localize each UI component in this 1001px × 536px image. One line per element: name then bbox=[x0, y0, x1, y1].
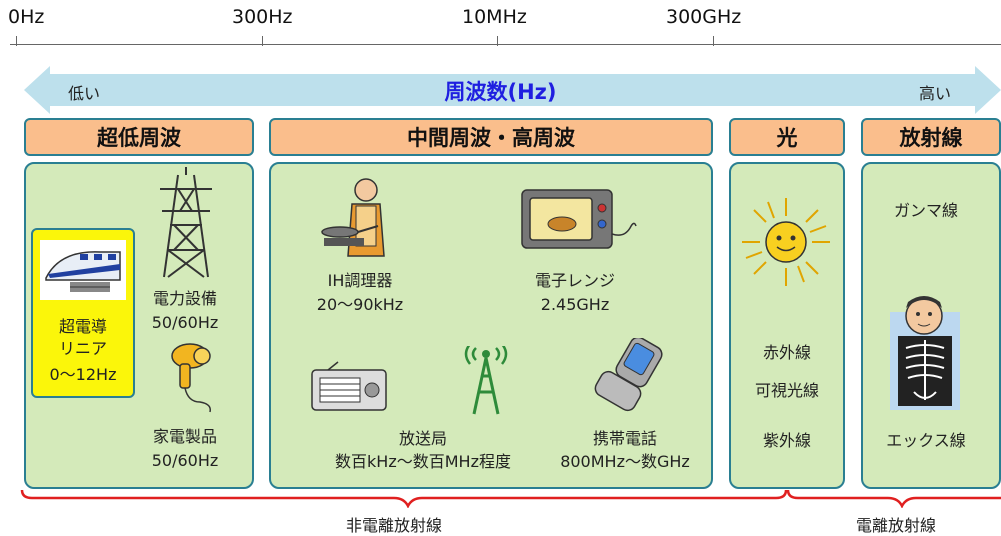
scale-tick bbox=[262, 36, 263, 46]
ultraviolet-label: 紫外線 bbox=[762, 431, 811, 450]
microwave-label: 電子レンジ bbox=[534, 271, 615, 290]
tick-label-10mhz: 10MHz bbox=[462, 6, 527, 28]
ionizing-label: 電離放射線 bbox=[856, 516, 937, 535]
infrared-label: 赤外線 bbox=[762, 343, 811, 362]
broadcast-frequency: 数百kHz～数百MHz程度 bbox=[335, 452, 511, 471]
maglev-label-1: 超電導 bbox=[58, 317, 107, 336]
tick-label-300hz: 300Hz bbox=[232, 6, 293, 28]
appliance-frequency: 50/60Hz bbox=[151, 451, 219, 470]
power-tower-icon bbox=[160, 167, 212, 278]
mobile-phone-frequency: 800MHz～数GHz bbox=[560, 452, 690, 471]
broadcast-tower-icon bbox=[464, 346, 508, 415]
maglev-label-2: リニア bbox=[58, 339, 107, 358]
frequency-scale-line bbox=[10, 44, 1001, 45]
microwave-oven-icon bbox=[521, 189, 637, 249]
non-ionizing-brace bbox=[20, 489, 788, 508]
mobile-phone-label: 携帯電話 bbox=[592, 429, 657, 448]
maglev-label-3: 0～12Hz bbox=[49, 365, 117, 384]
scale-tick bbox=[16, 36, 17, 46]
category-elf: 超低周波 bbox=[24, 118, 254, 156]
frequency-title: 周波数(Hz) bbox=[444, 80, 557, 104]
xray-person-icon bbox=[890, 296, 960, 410]
maglev-train-icon bbox=[40, 240, 126, 300]
ih-cooker-frequency: 20～90kHz bbox=[316, 295, 404, 314]
non-ionizing-label: 非電離放射線 bbox=[346, 516, 443, 535]
mobile-phone-icon bbox=[594, 338, 663, 412]
hair-dryer-icon bbox=[171, 343, 212, 413]
panel-light bbox=[729, 162, 845, 489]
ih-cooker-label: IH調理器 bbox=[327, 271, 393, 290]
microwave-frequency: 2.45GHz bbox=[540, 295, 610, 314]
radio-icon bbox=[311, 361, 387, 411]
sun-icon bbox=[742, 198, 830, 286]
broadcast-label: 放送局 bbox=[398, 429, 447, 448]
power-facility-label: 電力設備 bbox=[152, 289, 217, 308]
tick-label-0hz: 0Hz bbox=[8, 6, 45, 28]
arrow-high-label: 高い bbox=[919, 84, 952, 103]
category-light: 光 bbox=[729, 118, 845, 156]
panel-intermediate-high bbox=[269, 162, 713, 489]
visible-light-label: 可視光線 bbox=[754, 381, 819, 400]
category-intermediate-high: 中間周波・高周波 bbox=[269, 118, 713, 156]
power-facility-frequency: 50/60Hz bbox=[151, 313, 219, 332]
ionizing-brace bbox=[786, 489, 1001, 508]
xray-label: エックス線 bbox=[886, 431, 966, 450]
appliance-label: 家電製品 bbox=[152, 427, 217, 446]
arrow-low-label: 低い bbox=[68, 84, 101, 103]
frequency-arrow bbox=[24, 66, 1001, 114]
tick-label-300ghz: 300GHz bbox=[666, 6, 742, 28]
ih-cooking-person-icon bbox=[321, 178, 385, 257]
scale-tick bbox=[497, 36, 498, 46]
category-radiation: 放射線 bbox=[861, 118, 1001, 156]
scale-tick bbox=[713, 36, 714, 46]
gamma-ray-label: ガンマ線 bbox=[893, 201, 958, 220]
